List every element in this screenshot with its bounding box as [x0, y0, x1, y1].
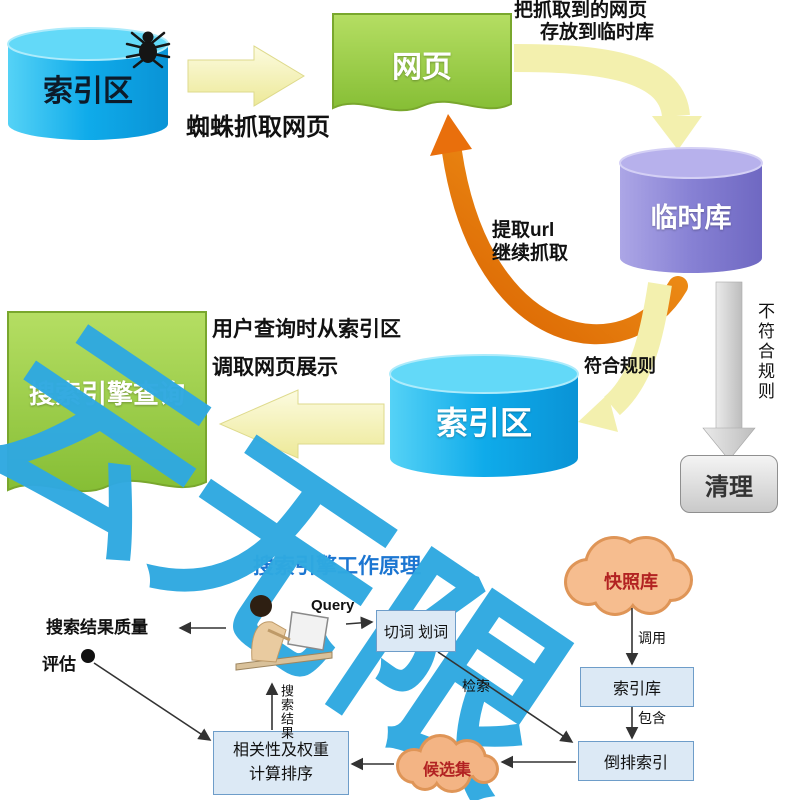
query-caption-line2: 调取网页展示 [212, 356, 338, 379]
rank-box-line1: 相关性及权重 [232, 742, 329, 759]
snapshot-cloud-shape [564, 536, 693, 616]
quality-caption-line2: 评估 [42, 655, 76, 674]
inverted-index-box: 倒排索引 [578, 741, 694, 781]
query-caption-line1: 用户查询时从索引区 [212, 318, 401, 341]
bottom-title: 搜索引擎工作原理 [253, 555, 421, 578]
index-lib-box-label: 索引库 [612, 681, 661, 698]
query-to-segment-arrow [345, 616, 374, 630]
index-db-mid-label: 索引区 [435, 405, 532, 441]
user-at-computer-illustration [235, 595, 333, 671]
query-document [7, 311, 207, 493]
query-doc-label: 搜索引擎查询 [28, 379, 185, 409]
query-display-arrow [218, 389, 385, 459]
clean-box: 清理 [680, 455, 778, 513]
segment-to-inverted-arrow [437, 651, 574, 743]
index-lib-box: 索引库 [580, 667, 694, 707]
quality-to-rank-arrow [93, 662, 212, 741]
store-caption-line1: 把抓取到的网页 [514, 0, 648, 21]
query-label: Query [311, 597, 355, 614]
quality-node-dot [81, 649, 95, 663]
not-match-arrow [702, 281, 756, 461]
store-caption-line2: 存放到临时库 [540, 22, 655, 43]
inverted-index-box-label: 倒排索引 [603, 755, 668, 772]
webpage-document [332, 13, 512, 112]
crawl-caption: 蜘蛛抓取网页 [186, 114, 330, 141]
call-label: 调用 [638, 630, 666, 646]
segment-box-label: 切词 划词 [383, 623, 449, 641]
segment-box: 切词 划词 [376, 610, 456, 652]
not-match-rule-label: 不符合规则 [755, 302, 774, 402]
candidate-cloud-shape [396, 734, 499, 793]
temp-db-label: 临时库 [650, 203, 732, 233]
clean-box-label: 清理 [705, 473, 753, 501]
index-db-mid-cylinder [389, 354, 579, 477]
rank-box-line2: 计算排序 [248, 766, 313, 783]
quality-caption-line1: 搜索结果质量 [46, 618, 148, 637]
match-rule-arrow [578, 282, 672, 432]
extract-caption-line1: 提取url [492, 220, 555, 241]
extract-caption-line2: 继续抓取 [492, 243, 569, 264]
spider-icon [125, 31, 171, 69]
contain-label: 包含 [638, 710, 666, 726]
result-label: 搜索结果 [279, 684, 294, 740]
store-arrow [513, 44, 702, 150]
temp-db-cylinder [619, 147, 763, 273]
webpage-label: 网页 [392, 51, 452, 84]
rank-box: 相关性及权重 计算排序 [213, 731, 349, 795]
index-db-top-cylinder [7, 27, 169, 140]
candidate-cloud-label: 候选集 [422, 762, 471, 779]
index-db-top-label: 索引区 [43, 75, 133, 108]
retrieve-label: 检索 [462, 678, 490, 694]
match-rule-label: 符合规则 [584, 356, 656, 376]
crawl-arrow [187, 45, 305, 107]
snapshot-cloud-label: 快照库 [604, 572, 658, 592]
